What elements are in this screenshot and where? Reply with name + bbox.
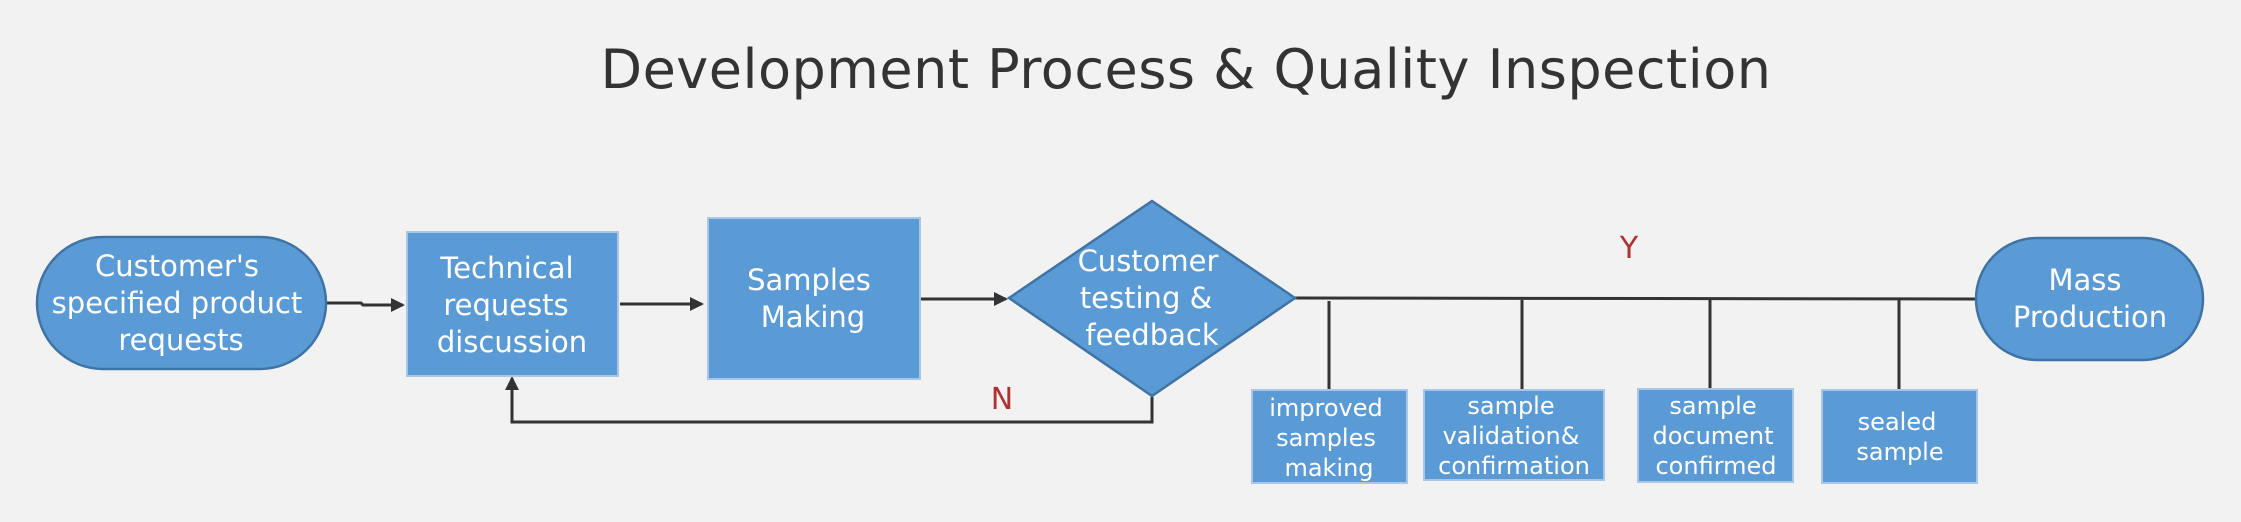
node-line: testing & — [1080, 281, 1212, 315]
node-line: confirmed — [1655, 452, 1776, 480]
arrow-requests-to-discussion — [326, 298, 405, 312]
node-line: document — [1652, 422, 1773, 450]
node-line: improved — [1269, 394, 1383, 422]
node-sample-validation[interactable]: sample validation& confirmation — [1423, 389, 1605, 481]
node-line: requests — [118, 323, 243, 357]
node-line: Samples — [747, 263, 871, 297]
step-box — [1251, 389, 1408, 484]
diagram-title: Development Process & Quality Inspection — [600, 38, 1771, 101]
terminal-shape — [35, 235, 328, 371]
node-line: Making — [761, 300, 865, 334]
process-shape — [406, 231, 619, 377]
node-technical-discussion[interactable]: Technical requests discussion — [406, 231, 619, 377]
node-line: making — [1284, 454, 1373, 482]
node-customer-requests[interactable]: Customer's specified product requests — [35, 235, 328, 371]
step-box — [1423, 389, 1605, 481]
node-line: Technical — [439, 251, 573, 285]
node-line: sample — [1467, 392, 1554, 420]
decision-shape — [1006, 199, 1298, 398]
step-box — [1637, 388, 1794, 483]
node-line: Mass — [2048, 263, 2121, 297]
edge-label-yes: Y — [1619, 231, 1639, 266]
node-line: requests — [443, 288, 568, 322]
node-line: validation& — [1443, 422, 1580, 450]
node-line: sealed — [1858, 408, 1937, 436]
terminal-shape — [1974, 236, 2205, 362]
node-sealed-sample[interactable]: sealed sample — [1821, 389, 1978, 484]
node-line: Customer — [1078, 244, 1219, 278]
node-line: sample — [1856, 438, 1943, 466]
arrow-feedback-back-to-discussion — [505, 376, 1154, 424]
node-line: Production — [2013, 300, 2167, 334]
node-line: confirmation — [1438, 452, 1590, 480]
node-samples-making[interactable]: Samples Making — [707, 217, 921, 380]
node-line: specified product — [52, 286, 303, 320]
node-line: Customer's — [95, 249, 259, 283]
node-line: discussion — [437, 325, 587, 359]
node-line: sample — [1669, 392, 1756, 420]
node-line: feedback — [1085, 318, 1218, 352]
node-customer-testing[interactable]: Customer testing & feedback — [1006, 199, 1298, 398]
line-testing-to-mass-production — [1294, 296, 1977, 301]
connectors — [326, 292, 1977, 424]
node-sample-document[interactable]: sample document confirmed — [1637, 388, 1794, 483]
node-mass-production[interactable]: Mass Production — [1974, 236, 2205, 362]
edge-label-no: N — [991, 382, 1013, 417]
node-line: samples — [1276, 424, 1376, 452]
process-shape — [707, 217, 921, 380]
node-improved-samples[interactable]: improved samples making — [1251, 389, 1408, 484]
step-box — [1821, 389, 1978, 484]
